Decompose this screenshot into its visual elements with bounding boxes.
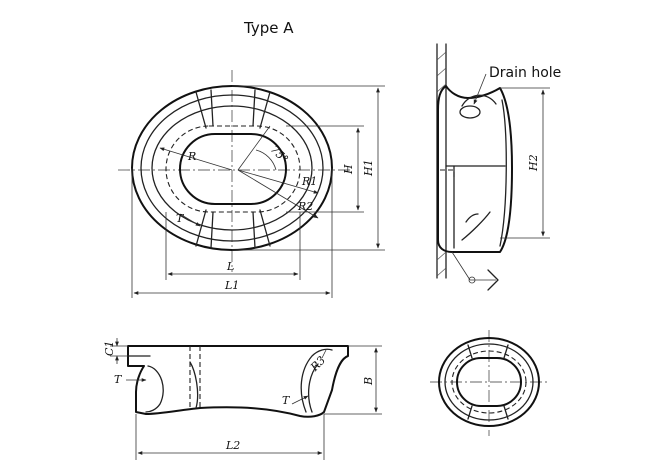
bottom-rim	[444, 343, 534, 421]
top-ribs-upper	[195, 89, 271, 129]
drain-arc	[461, 94, 497, 107]
side-view: Drain hole H2	[436, 43, 561, 291]
front-right-bowl	[300, 348, 333, 413]
top-bowl-edge	[151, 105, 313, 231]
dim-l2: L2	[225, 439, 240, 452]
dim-r: R	[187, 150, 196, 163]
side-lower-curve	[461, 211, 491, 241]
top-view: R R1 R2 75° T L L1 H H1	[118, 70, 385, 298]
bottom-ribs	[467, 344, 509, 420]
front-body-outline	[127, 345, 349, 418]
side-body-outline	[437, 85, 513, 253]
dim-l: L	[226, 260, 234, 273]
dim-r1: R1	[301, 175, 317, 188]
dim-h: H	[342, 164, 355, 175]
drawing-title: Type A	[243, 19, 294, 37]
top-rim-inner-edge	[140, 94, 324, 242]
top-opening-hidden	[165, 125, 301, 213]
dim-angle: 75°	[268, 143, 291, 166]
dim-t-front: T	[114, 373, 123, 386]
weld-leader	[451, 251, 471, 281]
drain-hole-label: Drain hole	[489, 65, 561, 81]
weld-triangle-icon	[487, 269, 499, 291]
drain-hole	[459, 105, 481, 119]
angle-line	[237, 125, 271, 171]
front-right-bowl-inner	[307, 363, 319, 413]
deck-hatch	[436, 51, 447, 277]
side-hidden	[440, 169, 455, 178]
dim-b: B	[362, 377, 375, 386]
side-lower-curve2	[465, 213, 479, 223]
dim-c: C1	[103, 341, 116, 356]
angle-arc	[255, 149, 277, 171]
dim-t-front2: T	[282, 394, 291, 407]
t-top-leader	[179, 213, 201, 227]
top-ribs-lower	[195, 209, 271, 249]
dim-r2: R2	[297, 200, 313, 213]
side-inner-right	[499, 99, 507, 247]
bottom-opening	[456, 357, 522, 407]
dim-t-top: T	[176, 212, 185, 225]
bottom-hidden	[451, 350, 527, 414]
dim-h2: H2	[527, 154, 540, 172]
front-view: R3 C1 T T B L2	[103, 338, 382, 460]
r1-leader	[237, 169, 319, 194]
top-opening	[179, 133, 287, 205]
weld-all-around-icon	[468, 276, 476, 284]
front-center-rib	[189, 361, 199, 409]
dim-l1: L1	[224, 279, 239, 292]
bottom-outer	[438, 337, 540, 427]
front-left-bowl	[145, 365, 164, 413]
bottom-view	[430, 330, 548, 436]
r3-leader	[321, 349, 327, 359]
t-front2-leader	[291, 395, 309, 405]
r2-leader	[237, 169, 319, 219]
r-leader	[159, 147, 233, 171]
front-hidden-center	[189, 346, 201, 408]
drain-leader	[473, 73, 487, 105]
dim-h1: H1	[362, 159, 375, 177]
